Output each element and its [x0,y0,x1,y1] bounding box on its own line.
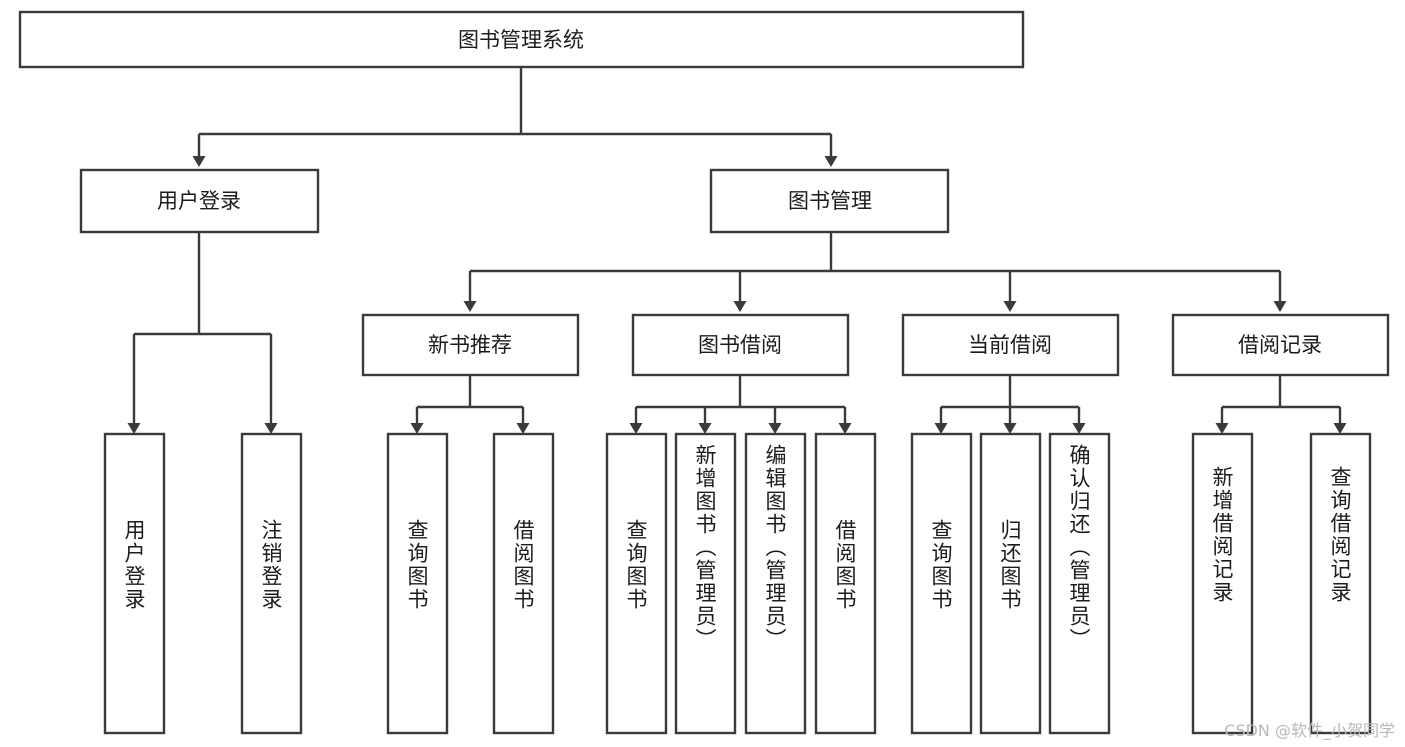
leaf-current-query-book[interactable]: 查询图书 [910,432,973,735]
node-book-borrow-label: 图书借阅 [698,333,782,357]
leaf-current-confirm-return-label: 确认归还（管理员） [1067,444,1091,651]
leaf-borrow-borrow-book[interactable]: 借阅图书 [814,432,877,735]
node-user-login-label: 用户登录 [157,189,241,213]
leaf-newbook-borrow-book[interactable]: 借阅图书 [492,432,555,735]
connector-borrow-to-leaves [629,375,852,434]
node-new-book-recommend-label: 新书推荐 [428,333,512,357]
leaf-newbook-query-book-label: 查询图书 [405,519,429,611]
leaf-borrow-edit-book-label: 编辑图书（管理员） [763,444,787,651]
leaf-borrow-add-book-label: 新增图书（管理员） [693,444,717,651]
leaf-borrow-query-book-label: 查询图书 [624,519,648,611]
node-root[interactable]: 图书管理系统 [18,10,1025,69]
leaf-user-login-logout-label: 注销登录 [259,519,283,611]
leaf-record-query-record-label: 查询借阅记录 [1328,466,1352,604]
connector-userlogin-to-leaves [127,232,278,434]
connector-record-to-leaves [1215,375,1347,434]
leaf-record-add-record[interactable]: 新增借阅记录 [1191,432,1254,735]
leaf-current-query-book-label: 查询图书 [929,519,953,611]
leaf-user-login-login-label: 用户登录 [122,519,146,611]
node-root-label: 图书管理系统 [458,28,584,52]
node-current-borrow-label: 当前借阅 [968,333,1052,357]
leaf-borrow-borrow-book-label: 借阅图书 [833,519,857,611]
leaf-borrow-query-book[interactable]: 查询图书 [605,432,668,735]
node-user-login[interactable]: 用户登录 [79,168,320,234]
node-book-borrow[interactable]: 图书借阅 [631,313,850,377]
node-borrow-record[interactable]: 借阅记录 [1171,313,1390,377]
connector-newbook-to-leaves [410,375,530,434]
connector-current-to-leaves [934,375,1086,434]
leaf-current-return-book[interactable]: 归还图书 [979,432,1042,735]
connector-root-to-level2 [192,67,838,167]
node-borrow-record-label: 借阅记录 [1238,333,1322,357]
leaf-current-return-book-label: 归还图书 [998,519,1022,611]
leaf-record-add-record-label: 新增借阅记录 [1210,466,1234,604]
leaf-borrow-add-book[interactable]: 新增图书（管理员） [674,432,737,735]
node-new-book-recommend[interactable]: 新书推荐 [361,313,580,377]
leaf-current-confirm-return[interactable]: 确认归还（管理员） [1048,432,1111,735]
leaf-record-query-record[interactable]: 查询借阅记录 [1309,432,1372,735]
leaf-borrow-edit-book[interactable]: 编辑图书（管理员） [744,432,807,735]
node-book-management-label: 图书管理 [788,189,872,213]
connector-bookmgmt-to-level3 [463,232,1287,312]
leaf-user-login-login[interactable]: 用户登录 [103,432,166,735]
leaf-user-login-logout[interactable]: 注销登录 [240,432,303,735]
node-current-borrow[interactable]: 当前借阅 [901,313,1120,377]
leaf-newbook-query-book[interactable]: 查询图书 [386,432,449,735]
node-book-management[interactable]: 图书管理 [709,168,950,234]
leaf-newbook-borrow-book-label: 借阅图书 [511,519,535,611]
